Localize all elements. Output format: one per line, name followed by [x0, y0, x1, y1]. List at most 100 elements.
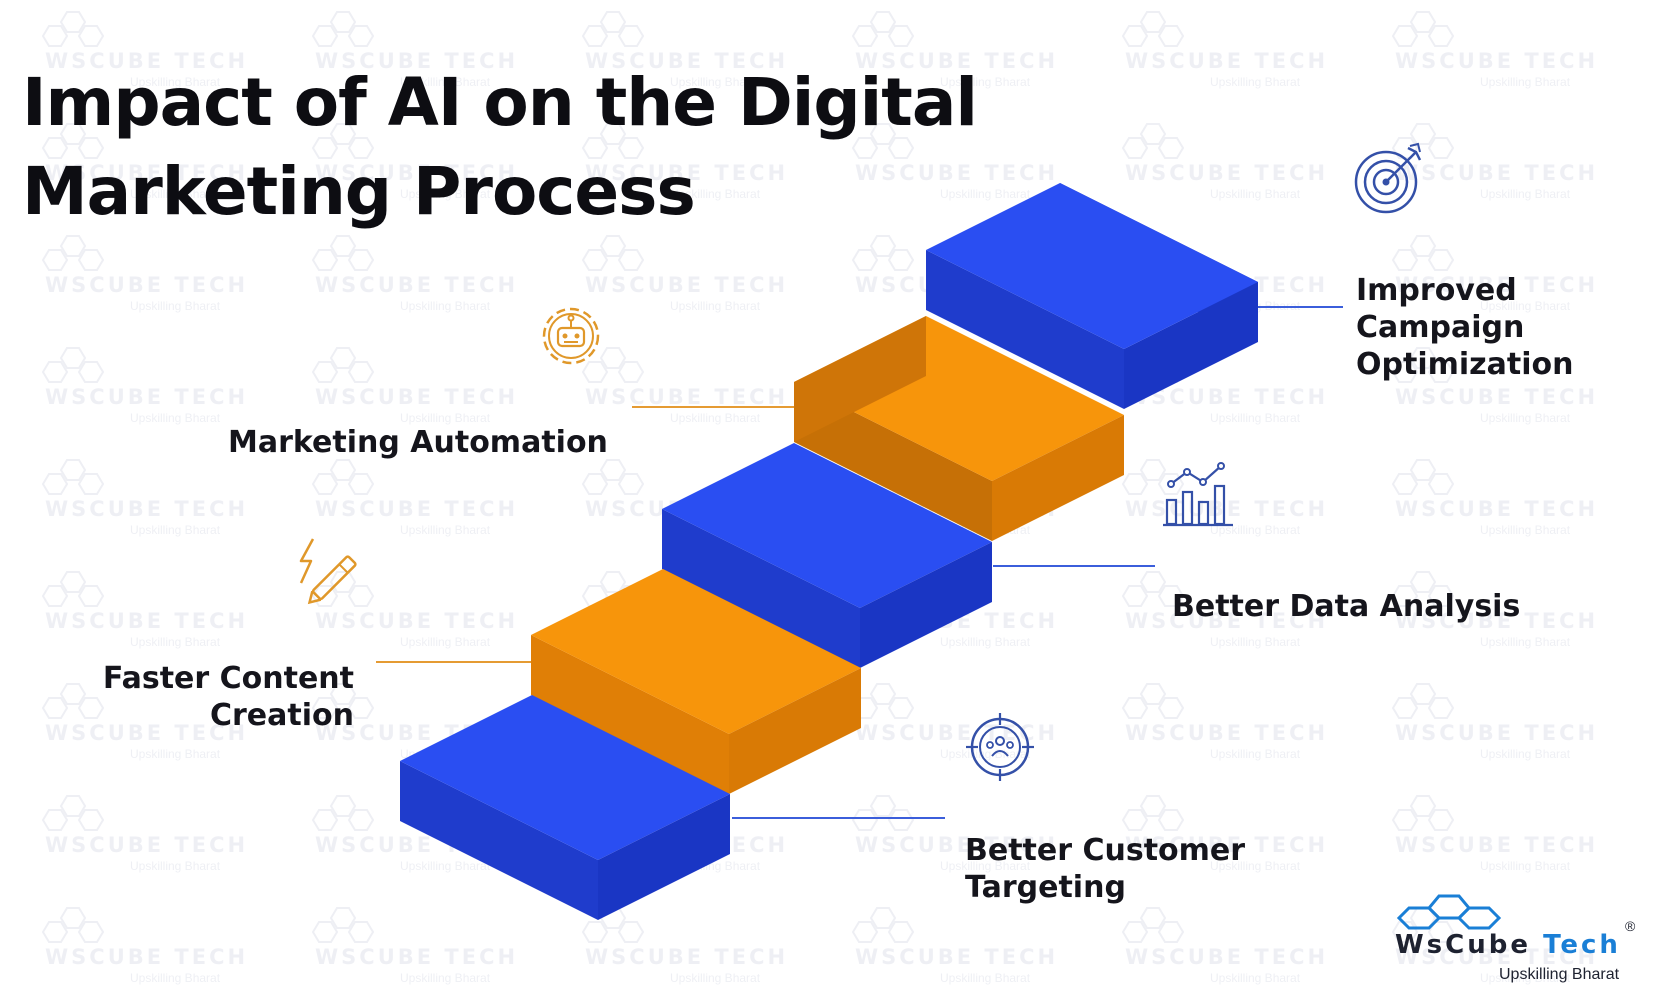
svg-text:Upskilling Bharat: Upskilling Bharat: [670, 971, 761, 985]
watermark-tile: WSCUBE TECH Upskilling Bharat: [851, 11, 1058, 89]
svg-text:Upskilling Bharat: Upskilling Bharat: [1210, 187, 1301, 201]
svg-text:WSCUBE TECH: WSCUBE TECH: [1125, 49, 1328, 73]
svg-text:WSCUBE TECH: WSCUBE TECH: [315, 945, 518, 969]
svg-text:Upskilling Bharat: Upskilling Bharat: [400, 75, 491, 89]
pen-lightning-icon: [299, 538, 357, 605]
svg-text:Upskilling Bharat: Upskilling Bharat: [400, 299, 491, 313]
svg-text:WSCUBE TECH: WSCUBE TECH: [585, 945, 788, 969]
svg-text:WSCUBE TECH: WSCUBE TECH: [315, 385, 518, 409]
stair-step-4: [794, 316, 1124, 541]
stair-step-3: [662, 443, 992, 668]
svg-text:WSCUBE TECH: WSCUBE TECH: [45, 945, 248, 969]
svg-text:WSCUBE TECH: WSCUBE TECH: [585, 161, 788, 185]
label-line: Better Customer: [965, 833, 1246, 868]
svg-text:WSCUBE TECH: WSCUBE TECH: [45, 273, 248, 297]
svg-text:WSCUBE TECH: WSCUBE TECH: [585, 273, 788, 297]
watermark-tile: WSCUBE TECH Upskilling Bharat: [1121, 795, 1328, 873]
svg-text:Upskilling Bharat: Upskilling Bharat: [940, 635, 1031, 649]
svg-text:WSCUBE TECH: WSCUBE TECH: [315, 497, 518, 521]
watermark-tile: WSCUBE TECH Upskilling Bharat: [41, 123, 248, 201]
logo-tagline: Upskilling Bharat: [1499, 966, 1620, 983]
svg-text:Upskilling Bharat: Upskilling Bharat: [1210, 859, 1301, 873]
svg-text:WSCUBE TECH: WSCUBE TECH: [1125, 609, 1328, 633]
svg-text:WSCUBE TECH: WSCUBE TECH: [855, 721, 1058, 745]
svg-text:Upskilling Bharat: Upskilling Bharat: [940, 971, 1031, 985]
watermark-tile: WSCUBE TECH Upskilling Bharat: [851, 683, 1058, 761]
logo-wordmark-part1: WsCube: [1395, 930, 1531, 960]
svg-text:WSCUBE TECH: WSCUBE TECH: [1395, 497, 1598, 521]
svg-text:Upskilling Bharat: Upskilling Bharat: [1480, 523, 1571, 537]
svg-text:WSCUBE TECH: WSCUBE TECH: [315, 161, 518, 185]
watermark-tile: WSCUBE TECH Upskilling Bharat: [1121, 123, 1328, 201]
label-line: Campaign: [1356, 310, 1525, 345]
svg-text:Upskilling Bharat: Upskilling Bharat: [400, 411, 491, 425]
svg-text:Upskilling Bharat: Upskilling Bharat: [1480, 971, 1571, 985]
svg-text:WSCUBE TECH: WSCUBE TECH: [855, 49, 1058, 73]
page-title: Impact of AI on the Digital Marketing Pr…: [22, 58, 978, 236]
svg-text:WSCUBE TECH: WSCUBE TECH: [315, 609, 518, 633]
svg-text:WSCUBE TECH: WSCUBE TECH: [1125, 945, 1328, 969]
svg-text:Upskilling Bharat: Upskilling Bharat: [130, 187, 221, 201]
svg-text:WSCUBE TECH: WSCUBE TECH: [855, 945, 1058, 969]
svg-text:Upskilling Bharat: Upskilling Bharat: [130, 411, 221, 425]
svg-text:Upskilling Bharat: Upskilling Bharat: [1480, 299, 1571, 313]
svg-text:Upskilling Bharat: Upskilling Bharat: [1480, 411, 1571, 425]
watermark-tile: WSCUBE TECH Upskilling Bharat: [41, 795, 248, 873]
hexagon-logo-icon: [1396, 894, 1502, 930]
svg-text:Upskilling Bharat: Upskilling Bharat: [130, 859, 221, 873]
svg-text:WSCUBE TECH: WSCUBE TECH: [45, 609, 248, 633]
title-line-1: Impact of AI on the Digital: [22, 64, 978, 141]
svg-text:Upskilling Bharat: Upskilling Bharat: [940, 747, 1031, 761]
watermark-tile: WSCUBE TECH Upskilling Bharat: [1391, 11, 1598, 89]
svg-text:WSCUBE TECH: WSCUBE TECH: [1395, 49, 1598, 73]
svg-text:Upskilling Bharat: Upskilling Bharat: [400, 187, 491, 201]
svg-text:WSCUBE TECH: WSCUBE TECH: [45, 49, 248, 73]
svg-text:Upskilling Bharat: Upskilling Bharat: [940, 75, 1031, 89]
brand-logo: WsCube Tech ® Upskilling Bharat: [1395, 890, 1640, 990]
registered-mark: ®: [1625, 918, 1636, 934]
svg-text:Upskilling Bharat: Upskilling Bharat: [130, 75, 221, 89]
label-marketing-automation: Marketing Automation: [228, 424, 608, 461]
svg-text:Upskilling Bharat: Upskilling Bharat: [1480, 75, 1571, 89]
label-line: Improved: [1356, 273, 1517, 308]
svg-text:Upskilling Bharat: Upskilling Bharat: [130, 635, 221, 649]
svg-text:Upskilling Bharat: Upskilling Bharat: [400, 635, 491, 649]
watermark-tile: WSCUBE TECH Upskilling Bharat: [41, 571, 248, 649]
svg-text:WSCUBE TECH: WSCUBE TECH: [45, 721, 248, 745]
watermark-tile: WSCUBE TECH Upskilling Bharat: [1121, 571, 1328, 649]
svg-text:Upskilling Bharat: Upskilling Bharat: [1210, 523, 1301, 537]
watermark-tile: WSCUBE TECH Upskilling Bharat: [311, 123, 518, 201]
svg-text:Upskilling Bharat: Upskilling Bharat: [1480, 747, 1571, 761]
svg-text:Upskilling Bharat: Upskilling Bharat: [1210, 971, 1301, 985]
svg-text:Upskilling Bharat: Upskilling Bharat: [1210, 635, 1301, 649]
watermark-tile: WSCUBE TECH Upskilling Bharat: [41, 11, 248, 89]
label-improved-campaign-optimization: Improved Campaign Optimization: [1356, 272, 1573, 383]
svg-text:WSCUBE TECH: WSCUBE TECH: [1125, 833, 1328, 857]
watermark-tile: WSCUBE TECH Upskilling Bharat: [1121, 907, 1328, 985]
bullseye-arrow-icon: [1354, 142, 1422, 214]
stair-step-2: [531, 569, 861, 794]
svg-text:Upskilling Bharat: Upskilling Bharat: [400, 523, 491, 537]
label-line: Creation: [210, 698, 354, 733]
svg-text:WSCUBE TECH: WSCUBE TECH: [1395, 833, 1598, 857]
svg-text:WSCUBE TECH: WSCUBE TECH: [1125, 721, 1328, 745]
svg-text:WSCUBE TECH: WSCUBE TECH: [1395, 609, 1598, 633]
target-people-icon: [966, 713, 1034, 781]
svg-text:WSCUBE TECH: WSCUBE TECH: [1125, 161, 1328, 185]
svg-text:WSCUBE TECH: WSCUBE TECH: [45, 161, 248, 185]
svg-text:WSCUBE TECH: WSCUBE TECH: [45, 833, 248, 857]
stair-step-5: [926, 183, 1258, 409]
svg-text:WSCUBE TECH: WSCUBE TECH: [585, 49, 788, 73]
svg-text:Upskilling Bharat: Upskilling Bharat: [1210, 411, 1301, 425]
